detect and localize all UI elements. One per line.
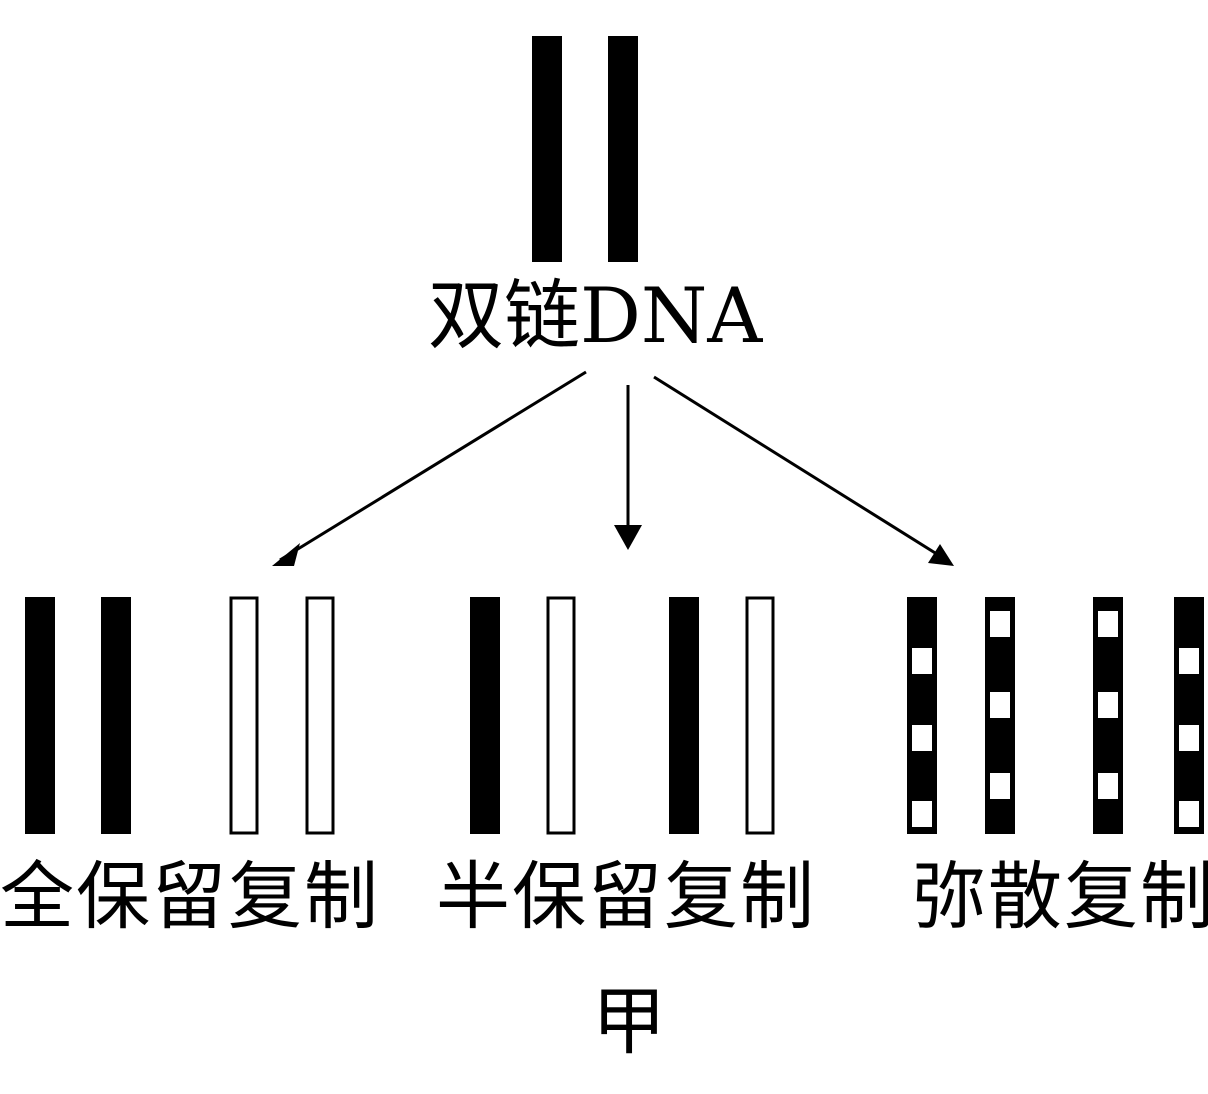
strand-mixed xyxy=(907,597,937,834)
dispersive-products xyxy=(907,597,1204,834)
strand-old xyxy=(101,597,131,834)
strand-old xyxy=(470,597,500,834)
arrowhead-conservative xyxy=(272,543,300,566)
strand-mixed xyxy=(985,597,1015,834)
strand-new xyxy=(546,596,576,835)
strand-new xyxy=(305,596,335,835)
strand-mixed xyxy=(1093,597,1123,834)
strand-old xyxy=(669,597,699,834)
figure-label: 甲 xyxy=(592,979,666,1065)
parent-dna xyxy=(532,36,638,262)
conservative-replication-label: 全保留复制 xyxy=(0,854,380,940)
strand-new xyxy=(229,596,259,835)
semiconservative-products xyxy=(470,596,775,835)
parent-dna-label: 双链DNA xyxy=(428,271,763,360)
arrows xyxy=(272,370,954,566)
arrow-dispersive xyxy=(653,375,941,558)
dispersive-replication-label: 弥散复制 xyxy=(912,854,1208,940)
arrow-conservative xyxy=(279,370,587,562)
arrowhead-semiconservative xyxy=(614,525,642,550)
strand-old xyxy=(25,597,55,834)
parent-strand-right xyxy=(608,36,638,262)
conservative-products xyxy=(25,596,335,835)
strand-mixed xyxy=(1174,597,1204,834)
parent-strand-left xyxy=(532,36,562,262)
arrowhead-dispersive xyxy=(928,544,954,566)
strand-new xyxy=(745,596,775,835)
semiconservative-replication-label: 半保留复制 xyxy=(436,854,816,940)
